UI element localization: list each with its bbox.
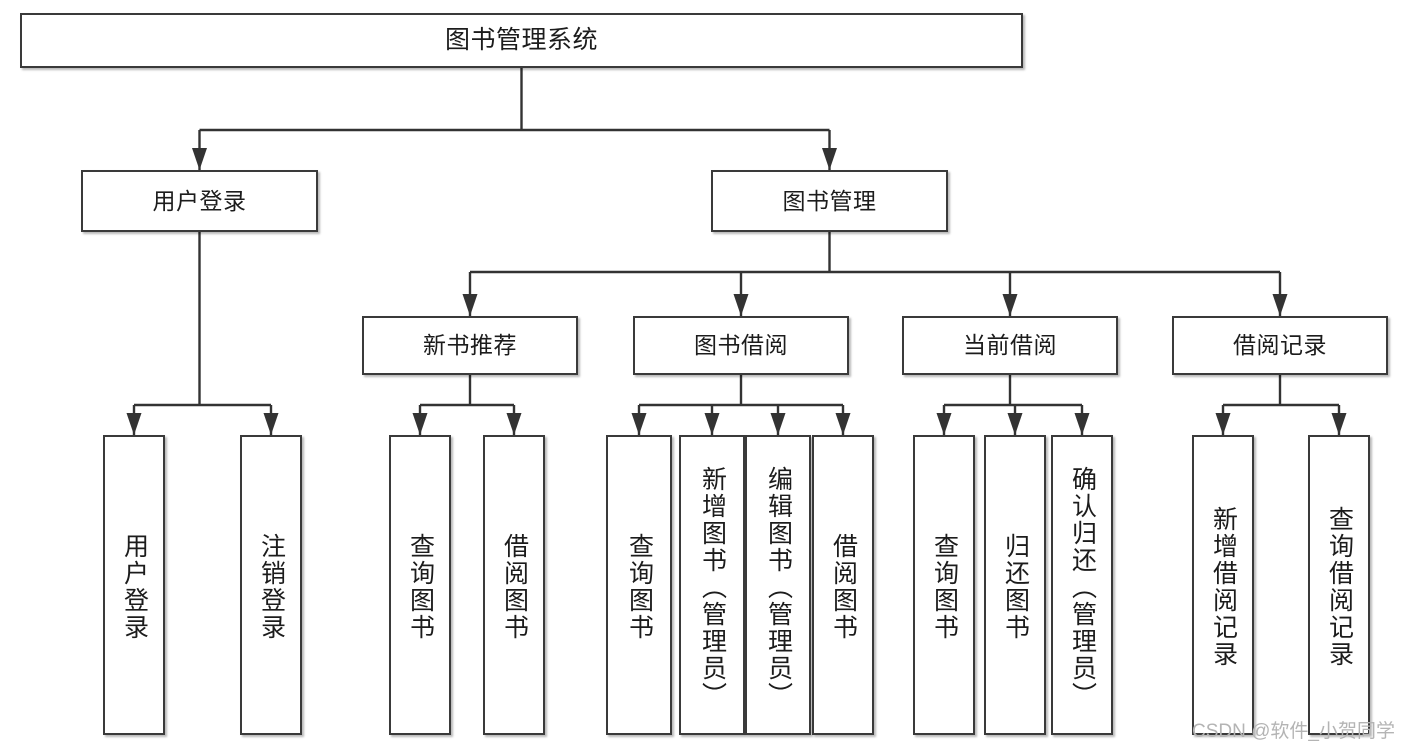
node-label: 用户登录 [120, 533, 149, 641]
node-label: 归还图书 [1001, 533, 1030, 641]
node-l-query-book-2[interactable]: 查询图书 [606, 435, 672, 735]
node-label: 注销登录 [257, 533, 286, 641]
node-label: 确认归还（管理员） [1068, 465, 1097, 709]
arrowhead-icon [192, 148, 207, 170]
node-label: 图书管理 [782, 187, 877, 214]
node-root[interactable]: 图书管理系统 [20, 13, 1023, 68]
node-label: 新增图书（管理员） [698, 465, 727, 709]
node-l-logout[interactable]: 注销登录 [240, 435, 302, 735]
arrowhead-icon [704, 413, 720, 435]
arrowhead-icon [1002, 294, 1018, 316]
node-l-query-book-1[interactable]: 查询图书 [389, 435, 451, 735]
node-n-user-login[interactable]: 用户登录 [81, 170, 318, 232]
node-l-return-book[interactable]: 归还图书 [984, 435, 1046, 735]
node-label: 查询借阅记录 [1325, 506, 1354, 668]
node-label: 新书推荐 [423, 332, 517, 359]
node-label: 借阅图书 [829, 533, 858, 641]
node-label: 编辑图书（管理员） [764, 465, 793, 709]
node-l-add-book[interactable]: 新增图书（管理员） [679, 435, 745, 735]
node-label: 查询图书 [625, 533, 654, 641]
node-label: 新增借阅记录 [1209, 506, 1238, 668]
node-l-confirm-return[interactable]: 确认归还（管理员） [1051, 435, 1113, 735]
node-l-query-record[interactable]: 查询借阅记录 [1308, 435, 1370, 735]
node-label: 查询图书 [406, 533, 435, 641]
node-label: 当前借阅 [963, 332, 1057, 359]
arrowhead-icon [412, 413, 428, 435]
arrowhead-icon [506, 413, 522, 435]
arrowhead-icon [1331, 413, 1347, 435]
node-l-query-book-3[interactable]: 查询图书 [913, 435, 975, 735]
arrowhead-icon [822, 148, 837, 170]
node-l-borrow-book-2[interactable]: 借阅图书 [812, 435, 874, 735]
node-label: 图书借阅 [694, 332, 788, 359]
arrowhead-icon [936, 413, 952, 435]
node-n-current-borrow[interactable]: 当前借阅 [902, 316, 1118, 375]
arrowhead-icon [126, 413, 142, 435]
node-l-user-login[interactable]: 用户登录 [103, 435, 165, 735]
node-n-borrow-record[interactable]: 借阅记录 [1172, 316, 1388, 375]
arrowhead-icon [733, 294, 749, 316]
arrowhead-icon [1007, 413, 1023, 435]
node-l-edit-book[interactable]: 编辑图书（管理员） [745, 435, 811, 735]
node-label: 借阅记录 [1233, 332, 1327, 359]
arrowhead-icon [1215, 413, 1231, 435]
node-l-borrow-book-1[interactable]: 借阅图书 [483, 435, 545, 735]
node-label: 用户登录 [152, 187, 247, 214]
node-label: 查询图书 [930, 533, 959, 641]
node-n-new-book-rec[interactable]: 新书推荐 [362, 316, 578, 375]
arrowhead-icon [770, 413, 786, 435]
arrowhead-icon [263, 413, 279, 435]
arrowhead-icon [1074, 413, 1090, 435]
node-label: 图书管理系统 [444, 26, 598, 54]
arrowhead-icon [1272, 294, 1288, 316]
node-n-book-borrow[interactable]: 图书借阅 [633, 316, 849, 375]
node-l-add-record[interactable]: 新增借阅记录 [1192, 435, 1254, 735]
node-n-book-manage[interactable]: 图书管理 [711, 170, 948, 232]
arrowhead-icon [835, 413, 851, 435]
arrowhead-icon [462, 294, 478, 316]
arrowhead-icon [631, 413, 647, 435]
node-label: 借阅图书 [500, 533, 529, 641]
